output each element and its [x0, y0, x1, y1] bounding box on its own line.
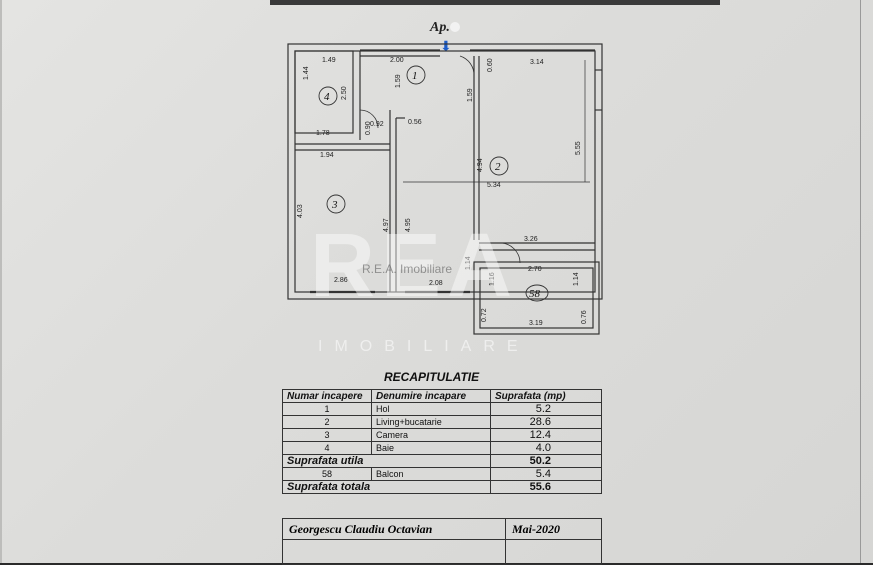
room-number: 4: [324, 91, 330, 103]
signature-row: Georgescu Claudiu Octavian Mai-2020: [282, 518, 602, 540]
dimension-label: 2.86: [334, 277, 348, 284]
entry-arrow-icon: ⬇: [440, 38, 452, 54]
room-num-cell: 4: [282, 441, 372, 455]
room-area-cell: 28.6: [490, 415, 602, 429]
room-area-cell: 12.4: [490, 428, 602, 442]
dimension-label: 1.16: [489, 272, 496, 286]
dimension-label: 3.26: [524, 236, 538, 243]
table-row: 3 Camera 12.4: [282, 428, 602, 442]
room-name-cell: Living+bucatarie: [371, 415, 491, 429]
recap-table: Numar incapere Denumire incapare Suprafa…: [282, 389, 602, 494]
dimension-label: 0.60: [487, 58, 494, 72]
dimension-label: 4.03: [297, 204, 304, 218]
room-name-cell: Balcon: [371, 467, 491, 481]
room-number: 58: [529, 288, 541, 300]
recap-title: RECAPITULATIE: [384, 370, 480, 384]
useful-area-label: Suprafata utila: [282, 454, 491, 468]
table-row: 58 Balcon 5.4: [282, 467, 602, 481]
bath-wall: [294, 50, 354, 134]
dimension-label: 1.94: [320, 152, 334, 159]
dimension-label: 0.92: [370, 121, 384, 128]
apartment-label: Ap.: [430, 20, 450, 35]
dimension-label: 1.14: [573, 272, 580, 286]
dimension-label: 0.72: [481, 308, 488, 322]
room-number: 2: [495, 161, 501, 173]
room-num-cell: 3: [282, 428, 372, 442]
signature-blank-cell: [282, 539, 506, 565]
total-area-value: 55.6: [490, 480, 602, 494]
room-number: 3: [331, 199, 338, 211]
dimension-label: 0.76: [581, 310, 588, 324]
balcony-wall: [473, 261, 600, 335]
top-edge-band: [270, 0, 720, 5]
dimension-label: 2.00: [390, 57, 404, 64]
room-area-cell: 5.4: [490, 467, 602, 481]
useful-area-row: Suprafata utila 50.2: [282, 454, 602, 468]
dimension-label: 4.94: [477, 158, 484, 172]
frame-line: [860, 0, 861, 563]
dimension-label: 1.49: [322, 57, 336, 64]
table-header-row: Numar incapere Denumire incapare Suprafa…: [282, 389, 602, 403]
room-num-cell: 2: [282, 415, 372, 429]
dimension-label: 1.59: [467, 88, 474, 102]
dimension-label: 1.44: [303, 66, 310, 80]
watermark-subtext: IMOBILIARE: [318, 338, 530, 355]
dimension-label: 3.14: [530, 59, 544, 66]
table-row: 2 Living+bucatarie 28.6: [282, 415, 602, 429]
room-area-cell: 4.0: [490, 441, 602, 455]
dimension-label: 1.14: [465, 256, 472, 270]
room-name-cell: Hol: [371, 402, 491, 416]
dimension-label: 1.78: [316, 130, 330, 137]
column-header: Numar incapere: [282, 389, 372, 403]
dimension-label: 2.08: [429, 280, 443, 287]
dimension-label: 4.97: [383, 218, 390, 232]
dimension-label: 5.34: [487, 182, 501, 189]
room-num-cell: 58: [282, 467, 372, 481]
outer-wall: [287, 43, 603, 300]
watermark-text: R.E.A. Imobiliare: [362, 262, 453, 276]
useful-area-value: 50.2: [490, 454, 602, 468]
table-row: 1 Hol 5.2: [282, 402, 602, 416]
dimension-label: 2.70: [528, 266, 542, 273]
room-name-cell: Camera: [371, 428, 491, 442]
paper-edge: [0, 0, 2, 563]
dimension-label: 4.95: [405, 218, 412, 232]
total-area-label: Suprafata totala: [282, 480, 491, 494]
dimension-label: 1.59: [395, 74, 402, 88]
room-name-cell: Baie: [371, 441, 491, 455]
room-num-cell: 1: [282, 402, 372, 416]
plan-date: Mai-2020: [505, 518, 602, 540]
room-area-cell: 5.2: [490, 402, 602, 416]
dimension-label: 2.50: [341, 86, 348, 100]
dimension-label: 3.19: [529, 320, 543, 327]
table-row: 4 Baie 4.0: [282, 441, 602, 455]
watermark-logo: REA: [310, 216, 519, 316]
total-area-row: Suprafata totala 55.6: [282, 480, 602, 494]
column-header: Suprafata (mp): [490, 389, 602, 403]
redacted-number: [450, 22, 460, 32]
dimension-label: 0.90: [365, 121, 372, 135]
column-header: Denumire incapare: [371, 389, 491, 403]
signature-blank-cell: [505, 539, 602, 565]
dimension-label: 0.56: [408, 119, 422, 126]
room-number: 1: [412, 70, 418, 82]
dimension-label: 5.55: [575, 141, 582, 155]
author-name: Georgescu Claudiu Octavian: [282, 518, 506, 540]
signature-blank-row: [282, 539, 602, 565]
signature-table: Georgescu Claudiu Octavian Mai-2020: [282, 518, 602, 565]
